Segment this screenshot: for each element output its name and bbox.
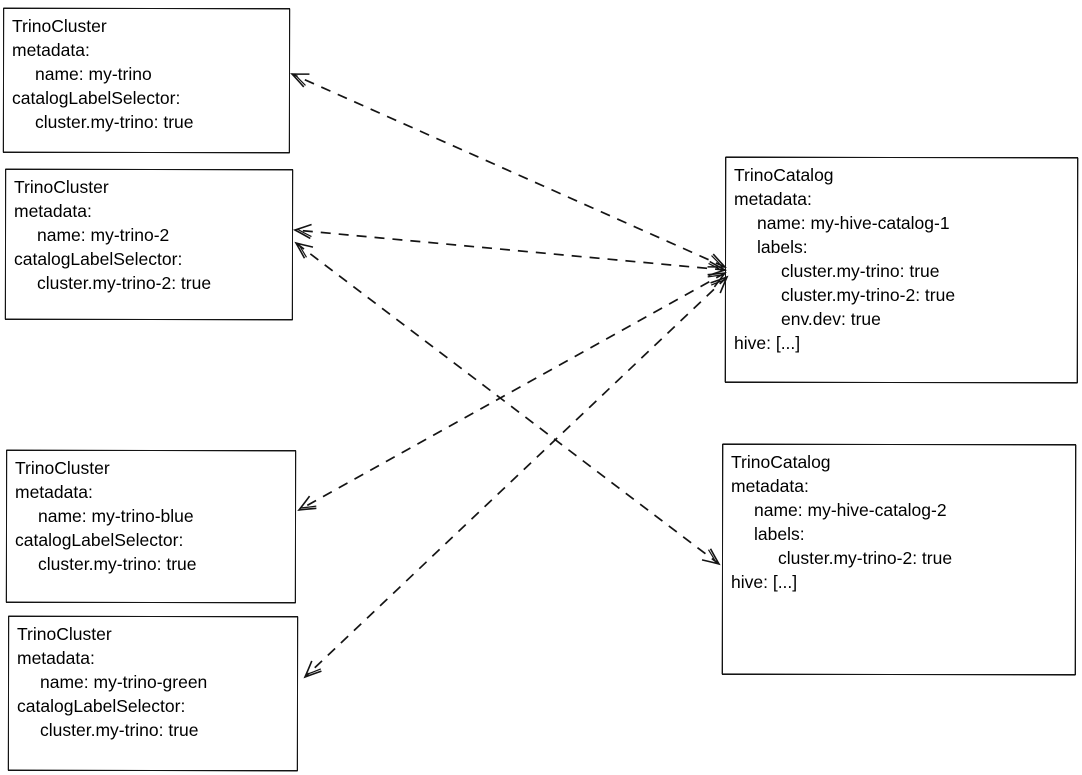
node-text-line: catalogLabelSelector:: [12, 88, 181, 108]
node-trinocluster-my-trino-green: TrinoCluster metadata: name: my-trino-gree…: [8, 616, 298, 771]
node-text-line: catalogLabelSelector:: [15, 530, 184, 550]
node-text-line: name: my-hive-catalog-2: [754, 500, 947, 520]
node-text-line: name: my-trino: [35, 64, 152, 84]
node-text-line: catalogLabelSelector:: [14, 249, 183, 269]
node-text-line: metadata:: [734, 189, 812, 209]
edge-trinocatalog-my-hive-catalog-1--trinocluster-my-trino-blue: [297, 271, 727, 512]
node-text-line: metadata:: [12, 40, 90, 60]
node-text-line: cluster.my-trino: true: [40, 720, 199, 740]
node-text-line: TrinoCluster: [12, 16, 107, 36]
node-text-line: metadata:: [14, 201, 92, 221]
node-text-line: cluster.my-trino-2: true: [778, 548, 953, 568]
edge-trinocatalog-my-hive-catalog-1--trinocluster-my-trino-2: [292, 223, 728, 277]
node-text-line: cluster.my-trino: true: [781, 261, 940, 281]
node-text-line: TrinoCluster: [17, 624, 112, 644]
edge-trinocluster-my-trino-2--trinocatalog-my-hive-catalog-2: [294, 241, 721, 566]
node-text-line: env.dev: true: [781, 309, 881, 329]
node-text-line: TrinoCatalog: [731, 452, 831, 472]
node-text-line: cluster.my-trino: true: [38, 554, 197, 574]
node-text-line: name: my-hive-catalog-1: [757, 213, 950, 233]
node-text-line: catalogLabelSelector:: [17, 696, 186, 716]
edge-trinocatalog-my-hive-catalog-1--trinocluster-my-trino-green: [303, 275, 729, 679]
node-trinocluster-my-trino-2: TrinoCluster metadata: name: my-trino-2 cat…: [5, 169, 293, 320]
node-text-line: metadata:: [731, 476, 809, 496]
node-trinocatalog-my-hive-catalog-2: TrinoCatalog metadata: name: my-hive-catal…: [722, 444, 1076, 675]
node-text-line: TrinoCatalog: [734, 165, 834, 185]
node-text-line: name: my-trino-2: [37, 225, 170, 245]
node-text-line: labels:: [754, 524, 805, 544]
node-text-line: name: my-trino-blue: [38, 506, 194, 526]
node-text-line: cluster.my-trino-2: true: [37, 273, 212, 293]
node-text-line: labels:: [757, 237, 808, 257]
node-text-line: name: my-trino-green: [40, 672, 208, 692]
node-text-line: TrinoCluster: [14, 177, 109, 197]
node-text-line: cluster.my-trino: true: [35, 112, 194, 132]
node-text-line: hive: [...]: [734, 333, 801, 353]
node-text-line: metadata:: [15, 482, 93, 502]
node-text-line: hive: [...]: [731, 572, 798, 592]
node-trinocluster-my-trino-blue: TrinoCluster metadata: name: my-trino-blue…: [6, 450, 296, 603]
node-text-line: metadata:: [17, 648, 95, 668]
node-trinocatalog-my-hive-catalog-1: TrinoCatalog metadata: name: my-hive-catal…: [725, 157, 1078, 383]
edge-trinocatalog-my-hive-catalog-1--trinocluster-my-trino: [290, 73, 727, 268]
node-trinocluster-my-trino: TrinoCluster metadata: name: my-trino catal…: [3, 8, 290, 153]
node-text-line: cluster.my-trino-2: true: [781, 285, 956, 305]
node-text-line: TrinoCluster: [15, 458, 110, 478]
